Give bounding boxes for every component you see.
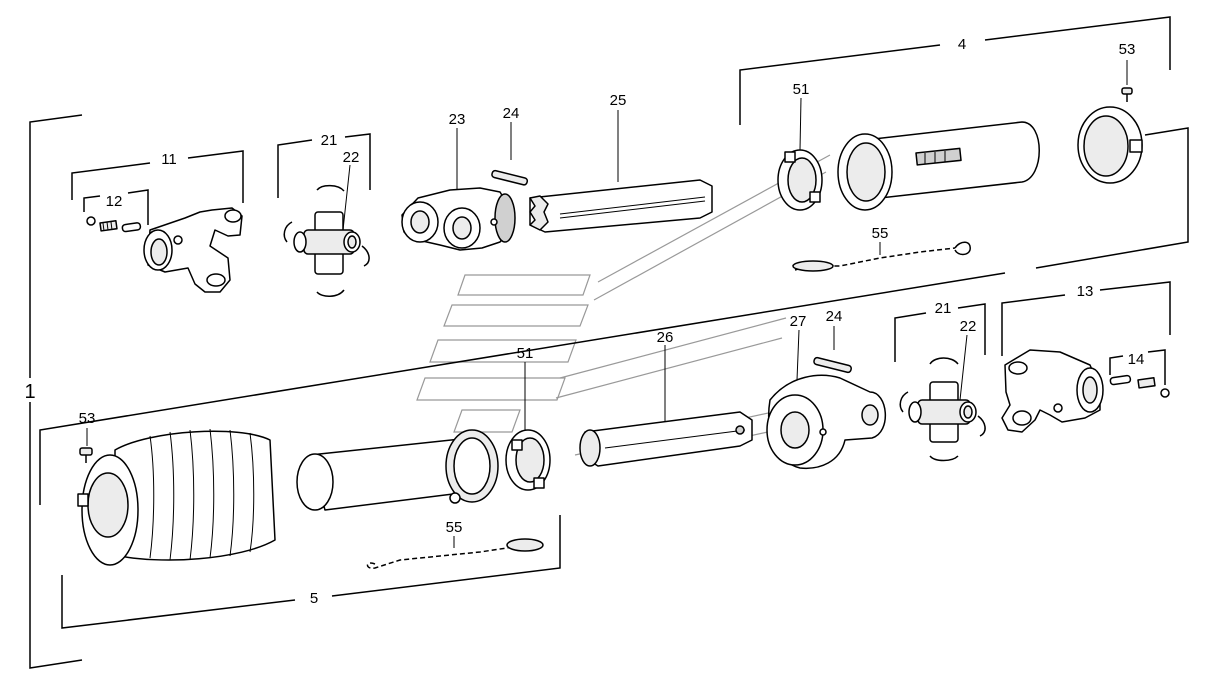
callout-bearing-ring-top: 51: [793, 81, 810, 98]
group-brackets: [29, 16, 1189, 669]
callout-inner-profile-tube: 26: [657, 329, 674, 346]
bearing-ring-top: [777, 149, 823, 211]
callout-screw-top: 53: [1119, 41, 1136, 58]
inner-yoke-top: [401, 187, 516, 251]
outer-guard-tube: [837, 121, 1040, 211]
yoke-screw-right: [1109, 374, 1170, 398]
pin-bottom: [813, 356, 852, 374]
inner-profile-tube: [579, 411, 753, 467]
callout-yoke-left: 11: [161, 151, 177, 168]
callout-yoke-right: 13: [1077, 283, 1094, 300]
bearing-ring-bottom: [505, 429, 551, 491]
callout-cross-right-bearing: 22: [960, 318, 977, 335]
screw-top: [1121, 87, 1133, 102]
callout-inner-tube-group: 5: [310, 590, 318, 607]
yoke-screw-left: [86, 216, 142, 233]
callout-pin-top: 24: [503, 105, 520, 122]
callout-screw-bottom: 53: [79, 410, 96, 427]
callout-inner-yoke-bottom: 27: [790, 313, 807, 330]
yoke-left: [143, 207, 243, 293]
chain-bottom: [366, 538, 544, 569]
callout-yoke-left-screw: 12: [106, 193, 123, 210]
callout-outer-tube-group: 4: [958, 36, 966, 53]
screw-bottom: [79, 447, 93, 463]
callout-pin-bottom: 24: [826, 308, 843, 325]
chain-top: [792, 241, 971, 272]
callout-labels: 1 4 5 11 12 13 14 21 22 21 22 23 24 24 2…: [24, 36, 1144, 607]
cross-kit-right: [899, 357, 986, 462]
inner-guard-tube: [296, 429, 499, 511]
bellows-guard: [77, 428, 276, 566]
callout-bearing-ring-bottom: 51: [517, 345, 534, 362]
callout-chain-top: 55: [872, 225, 889, 242]
callout-assembly: 1: [24, 381, 35, 403]
callout-outer-profile-tube: 25: [610, 92, 627, 109]
cross-kit-left: [283, 184, 370, 297]
callout-chain-bottom: 55: [446, 519, 463, 536]
end-cap-top: [1077, 106, 1143, 184]
callout-cross-right: 21: [935, 300, 952, 317]
pin-top: [491, 169, 529, 186]
callout-inner-yoke-top: 23: [449, 111, 466, 128]
yoke-right: [1001, 349, 1104, 433]
callout-cross-left-bearing: 22: [343, 149, 360, 166]
inner-yoke-bottom: [766, 374, 887, 470]
callout-yoke-right-screw: 14: [1128, 351, 1145, 368]
outer-profile-tube: [529, 179, 713, 233]
leader-lines: [86, 60, 1128, 548]
callout-cross-left: 21: [321, 132, 338, 149]
